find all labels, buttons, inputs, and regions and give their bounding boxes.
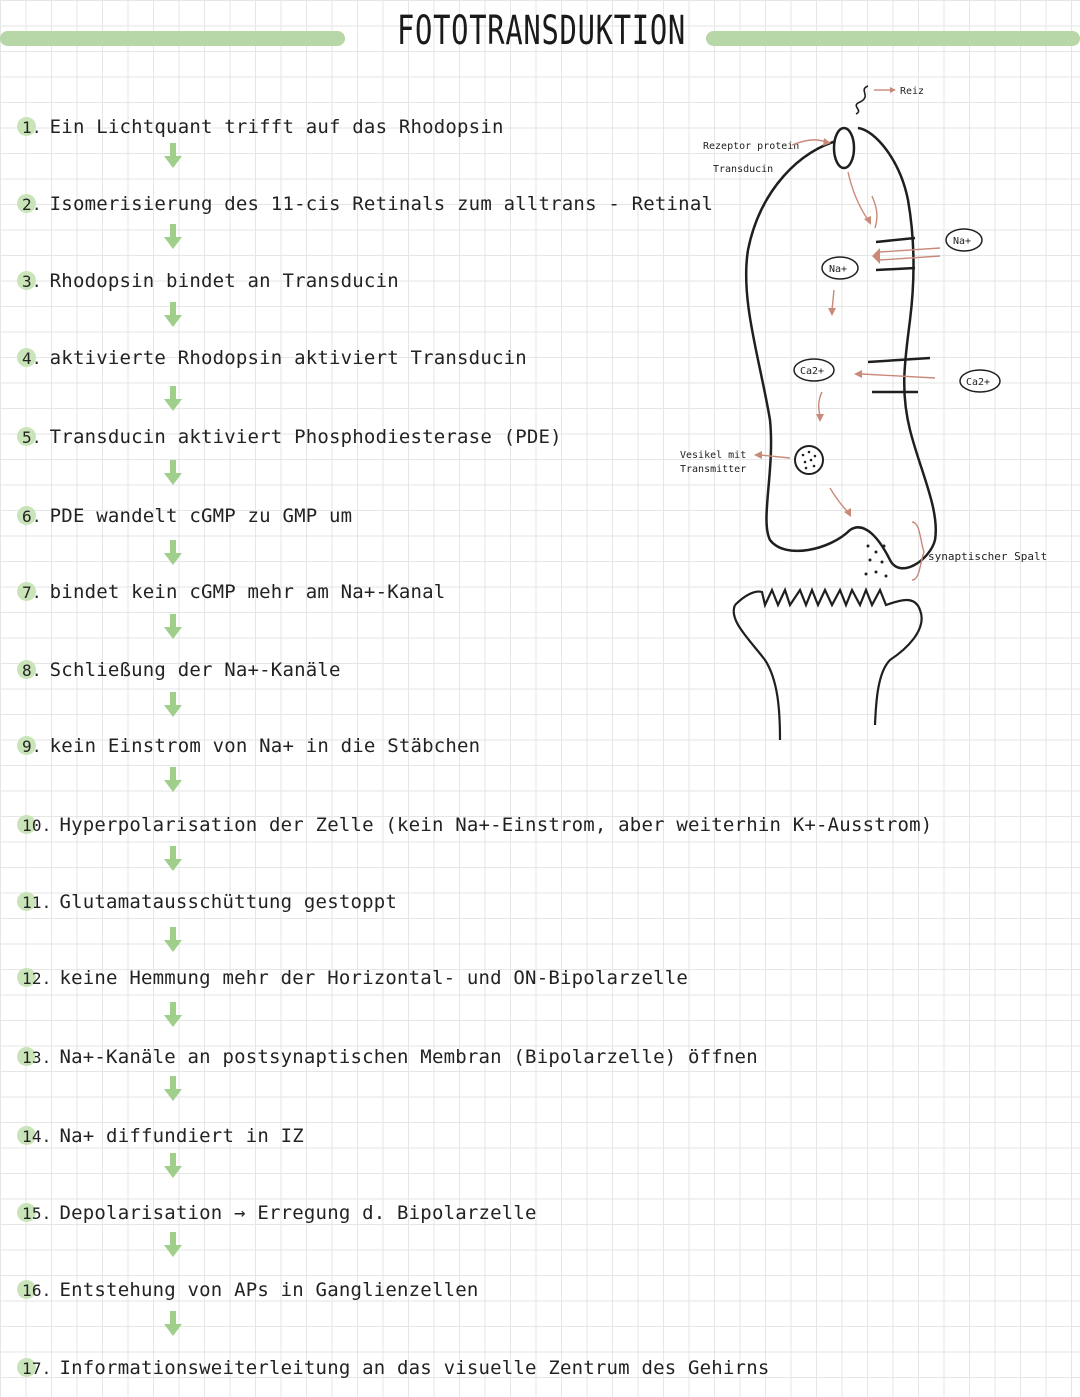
- down-arrow-icon: [164, 614, 182, 639]
- down-arrow-icon: [164, 302, 182, 327]
- down-arrow-icon: [164, 540, 182, 565]
- step-text: Schließung der Na+-Kanäle: [49, 659, 341, 681]
- down-arrow-icon: [164, 143, 182, 168]
- step-number: 17.: [17, 1358, 52, 1378]
- vesicle-icon: [794, 445, 824, 475]
- step-text: Ein Lichtquant trifft auf das Rhodopsin: [49, 116, 504, 138]
- step-number: 11.: [17, 892, 52, 912]
- na-inside-label: Na+: [829, 264, 847, 275]
- down-arrow-icon: [164, 1153, 182, 1178]
- step-8: 8. Schließung der Na+-Kanäle: [17, 659, 341, 681]
- step-number: 8.: [17, 660, 42, 680]
- step-number: 7.: [17, 582, 42, 602]
- rezeptor-protein-label: Rezeptor protein: [703, 141, 799, 152]
- step-text: kein Einstrom von Na+ in die Stäbchen: [49, 735, 481, 757]
- step-number: 9.: [17, 736, 42, 756]
- down-arrow-icon: [164, 1076, 182, 1101]
- step-17: 17. Informationsweiterleitung an das visu…: [17, 1357, 770, 1379]
- step-15: 15. Depolarisation → Erregung d. Bipolarz…: [17, 1202, 537, 1224]
- postsynaptic-membrane: [734, 587, 923, 726]
- ca-inside-bubble: [793, 358, 835, 382]
- step-4: 4. aktivierte Rhodopsin aktiviert Transdu…: [17, 347, 527, 369]
- step-14: 14. Na+ diffundiert in IZ: [17, 1125, 304, 1147]
- step-text: PDE wandelt cGMP zu GMP um: [49, 505, 353, 527]
- down-arrow-icon: [164, 927, 182, 952]
- rod-cell-outline: [744, 126, 938, 570]
- synaptic-cleft-label: synaptischer Spalt: [928, 550, 1047, 563]
- rod-cell-diagram: Reiz Rezeptor protein Transducin Na+ Na+…: [680, 85, 1047, 741]
- step-number: 12.: [17, 968, 52, 988]
- step-number: 13.: [17, 1047, 52, 1067]
- step-number: 5.: [17, 427, 42, 447]
- ca-outside-bubble: [959, 369, 1001, 393]
- down-arrow-icon: [164, 224, 182, 249]
- step-text: Glutamatausschüttung gestoppt: [59, 891, 398, 913]
- down-arrow-icon: [164, 1311, 182, 1336]
- reiz-label: Reiz: [900, 86, 924, 97]
- step-number: 3.: [17, 271, 42, 291]
- step-text: Informationsweiterleitung an das visuell…: [59, 1357, 770, 1379]
- transmitter-label: Transmitter: [680, 464, 746, 475]
- na-outside-bubble: [945, 228, 983, 252]
- step-1: 1. Ein Lichtquant trifft auf das Rhodopsi…: [17, 116, 504, 138]
- step-text: Na+ diffundiert in IZ: [59, 1125, 304, 1147]
- page-title: FOTOTRANSDUKTION: [397, 8, 686, 54]
- step-text: Rhodopsin bindet an Transducin: [49, 270, 399, 292]
- stimulus-squiggle-icon: [855, 85, 869, 115]
- step-number: 6.: [17, 506, 42, 526]
- step-text: Entstehung von APs in Ganglienzellen: [59, 1279, 479, 1301]
- step-12: 12. keine Hemmung mehr der Horizontal- un…: [17, 967, 689, 989]
- title-bar-left: [0, 31, 345, 46]
- ca-inside-label: Ca2+: [800, 366, 824, 377]
- ca-outside-label: Ca2+: [966, 377, 990, 388]
- down-arrow-icon: [164, 692, 182, 717]
- step-5: 5. Transducin aktiviert Phosphodiesterase…: [17, 426, 562, 448]
- step-3: 3. Rhodopsin bindet an Transducin: [17, 270, 399, 292]
- down-arrow-icon: [164, 846, 182, 871]
- na-inside-bubble: [821, 256, 859, 280]
- step-number: 14.: [17, 1126, 52, 1146]
- step-text: Na+-Kanäle an postsynaptischen Membran (…: [59, 1046, 758, 1068]
- step-7: 7. bindet kein cGMP mehr am Na+-Kanal: [17, 581, 446, 603]
- step-number: 1.: [17, 117, 42, 137]
- step-text: aktivierte Rhodopsin aktiviert Transduci…: [49, 347, 527, 369]
- title-bar-right: [706, 31, 1080, 46]
- step-10: 10. Hyperpolarisation der Zelle (kein Na+…: [17, 814, 933, 836]
- step-number: 4.: [17, 348, 42, 368]
- step-11: 11. Glutamatausschüttung gestoppt: [17, 891, 398, 913]
- step-text: Hyperpolarisation der Zelle (kein Na+-Ei…: [59, 814, 933, 836]
- vesikel-label: Vesikel mit: [680, 450, 746, 461]
- step-number: 10.: [17, 815, 52, 835]
- step-13: 13. Na+-Kanäle an postsynaptischen Membra…: [17, 1046, 758, 1068]
- step-16: 16. Entstehung von APs in Ganglienzellen: [17, 1279, 479, 1301]
- step-text: Transducin aktiviert Phosphodiesterase (…: [49, 426, 562, 448]
- step-text: Depolarisation → Erregung d. Bipolarzell…: [59, 1202, 537, 1224]
- down-arrow-icon: [164, 1232, 182, 1257]
- down-arrow-icon: [164, 767, 182, 792]
- down-arrow-icon: [164, 386, 182, 411]
- step-text: keine Hemmung mehr der Horizontal- und O…: [59, 967, 689, 989]
- receptor-protein-shape: [832, 126, 856, 170]
- step-2: 2. Isomerisierung des 11-cis Retinals zum…: [17, 193, 714, 215]
- step-text: bindet kein cGMP mehr am Na+-Kanal: [49, 581, 446, 603]
- step-6: 6. PDE wandelt cGMP zu GMP um: [17, 505, 353, 527]
- na-outside-label: Na+: [953, 236, 971, 247]
- step-9: 9. kein Einstrom von Na+ in die Stäbchen: [17, 735, 481, 757]
- step-number: 16.: [17, 1280, 52, 1300]
- step-text: Isomerisierung des 11-cis Retinals zum a…: [49, 193, 714, 215]
- step-number: 2.: [17, 194, 42, 214]
- step-number: 15.: [17, 1203, 52, 1223]
- down-arrow-icon: [164, 1002, 182, 1027]
- down-arrow-icon: [164, 460, 182, 485]
- transducin-label: Transducin: [713, 164, 773, 175]
